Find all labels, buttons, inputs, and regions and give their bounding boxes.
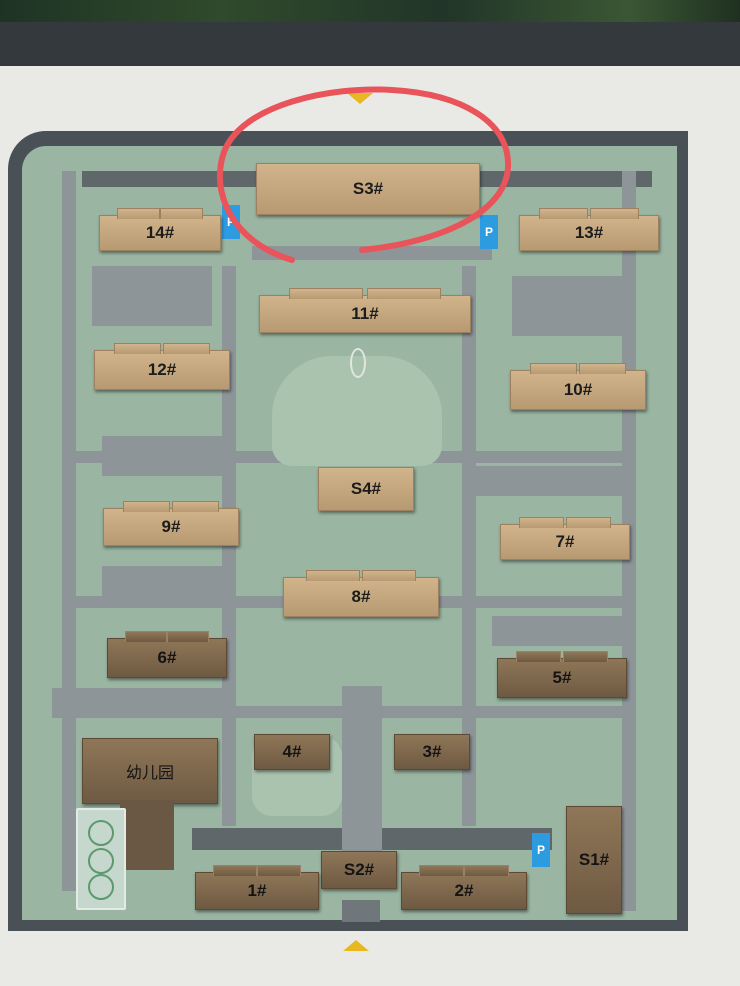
highlight-circle bbox=[217, 86, 512, 263]
parking-icon: P bbox=[532, 833, 550, 867]
building-11: 11# bbox=[259, 288, 471, 333]
parking-icon: P bbox=[480, 215, 498, 249]
building-label: 4# bbox=[282, 742, 302, 761]
building-label: S4# bbox=[350, 479, 382, 498]
building-label: 6# bbox=[157, 648, 177, 667]
sign-frame bbox=[0, 22, 740, 66]
road-west-block bbox=[92, 266, 212, 326]
building-s4: S4# bbox=[318, 467, 414, 511]
entrance-arrow-icon bbox=[347, 93, 373, 104]
building-2: 2# bbox=[401, 865, 527, 910]
building-s1: S1# bbox=[566, 806, 622, 914]
road-west-block-4 bbox=[52, 688, 222, 718]
building-label: 1# bbox=[247, 881, 267, 900]
south-gate bbox=[342, 900, 380, 922]
building-9: 9# bbox=[103, 501, 239, 546]
building-label: 幼儿园 bbox=[125, 765, 174, 782]
building-8: 8# bbox=[283, 570, 439, 617]
entrance-arrow-icon bbox=[343, 940, 369, 951]
building-label: 5# bbox=[552, 668, 572, 687]
building-12: 12# bbox=[94, 343, 230, 390]
building-label: 8# bbox=[351, 587, 371, 606]
building-label: 3# bbox=[422, 742, 442, 761]
building-label: S2# bbox=[343, 860, 375, 879]
road-west bbox=[62, 171, 76, 891]
building-4: 4# bbox=[254, 734, 330, 770]
building-6: 6# bbox=[107, 631, 227, 678]
building-5: 5# bbox=[497, 651, 627, 698]
building-7: 7# bbox=[500, 517, 630, 560]
building-label: S3# bbox=[352, 179, 384, 198]
building-label: 13# bbox=[574, 223, 604, 242]
building-label: 9# bbox=[161, 517, 181, 536]
building-label: 12# bbox=[147, 360, 177, 379]
road-ring-west bbox=[222, 266, 236, 826]
kindergarten-corridor bbox=[120, 800, 174, 870]
building-kindergarten: 幼儿园 bbox=[82, 738, 218, 804]
building-label: 10# bbox=[563, 380, 593, 399]
road-west-block-3 bbox=[102, 566, 232, 606]
building-label: 2# bbox=[454, 881, 474, 900]
road-central-north bbox=[252, 246, 492, 260]
glass-plaque bbox=[76, 808, 126, 910]
background-foliage bbox=[0, 0, 740, 22]
building-label: 11# bbox=[351, 304, 379, 323]
pond-icon bbox=[350, 348, 366, 378]
road-east-block bbox=[512, 276, 622, 336]
building-3: 3# bbox=[394, 734, 470, 770]
road-ring-east bbox=[462, 266, 476, 826]
building-13: 13# bbox=[519, 208, 659, 251]
building-label: 7# bbox=[555, 532, 575, 551]
road-east-block-2 bbox=[472, 466, 622, 496]
road-west-block-2 bbox=[102, 436, 232, 476]
building-label: S1# bbox=[578, 850, 610, 869]
building-10: 10# bbox=[510, 363, 646, 410]
building-1: 1# bbox=[195, 865, 319, 910]
road-central-south bbox=[342, 686, 382, 856]
road-east-block-3 bbox=[492, 616, 622, 646]
building-s2: S2# bbox=[321, 851, 397, 889]
building-label: 14# bbox=[145, 223, 175, 242]
building-14: 14# bbox=[99, 208, 221, 251]
building-s3: S3# bbox=[256, 163, 480, 215]
